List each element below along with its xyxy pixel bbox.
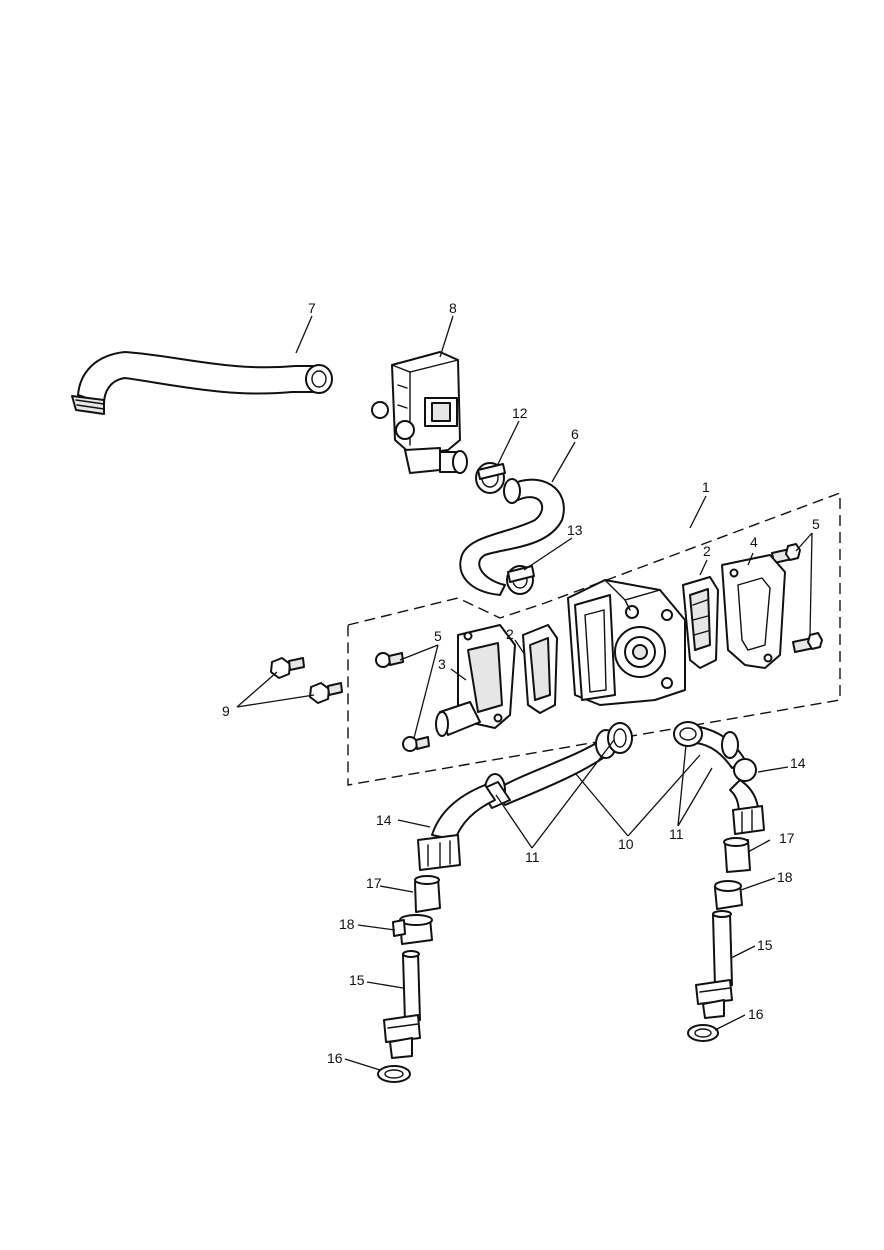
callout-15-left: 15: [349, 972, 365, 988]
callout-14-right: 14: [790, 755, 806, 771]
part-7-hose: [71, 351, 333, 415]
part-12-clip: [475, 462, 506, 494]
part-8-valve: [371, 351, 468, 474]
callout-17-left: 17: [366, 875, 382, 891]
callout-14-left: 14: [376, 812, 392, 828]
part-6-hose: [459, 478, 565, 596]
callout-4: 4: [750, 534, 758, 550]
callout-7: 7: [308, 300, 316, 316]
callout-3: 3: [438, 656, 446, 672]
callout-1: 1: [702, 479, 710, 495]
assembly-boundary: [347, 491, 841, 786]
callout-2-right: 2: [703, 543, 711, 559]
callout-15-right: 15: [757, 937, 773, 953]
callout-2-left: 2: [506, 626, 514, 642]
callout-10: 10: [618, 836, 634, 852]
part-5-bolts-right: [771, 543, 823, 653]
part-5-bolts-left: [375, 652, 430, 752]
part-4-gasket: [721, 554, 786, 669]
leader-lines: [236, 315, 813, 1071]
part-3-cover: [435, 624, 516, 737]
valve-housing: [567, 579, 686, 706]
part-14-elbow-right: [729, 758, 765, 835]
callout-16-right: 16: [748, 1006, 764, 1022]
callout-8: 8: [449, 300, 457, 316]
callout-9: 9: [222, 703, 230, 719]
callout-12: 12: [512, 405, 528, 421]
callout-5-right: 5: [812, 516, 820, 532]
callout-5-left: 5: [434, 628, 442, 644]
callout-18-left: 18: [339, 916, 355, 932]
callout-17-right: 17: [779, 830, 795, 846]
callout-13: 13: [567, 522, 583, 538]
part-13-clip: [506, 565, 535, 595]
part-2-reed-right: [682, 576, 719, 669]
left-pipe-stack: [377, 875, 441, 1083]
part-14-elbow-left: [417, 784, 496, 871]
callout-11-right: 11: [669, 826, 684, 842]
callout-6: 6: [571, 426, 579, 442]
callout-16-left: 16: [327, 1050, 343, 1066]
callout-11-left: 11: [525, 849, 540, 865]
part-10-hose-right: [673, 721, 746, 769]
right-pipe-stack: [687, 837, 751, 1042]
part-2-reed-left: [522, 624, 558, 714]
part-10-hose-left: [479, 722, 633, 809]
callout-18-right: 18: [777, 869, 793, 885]
